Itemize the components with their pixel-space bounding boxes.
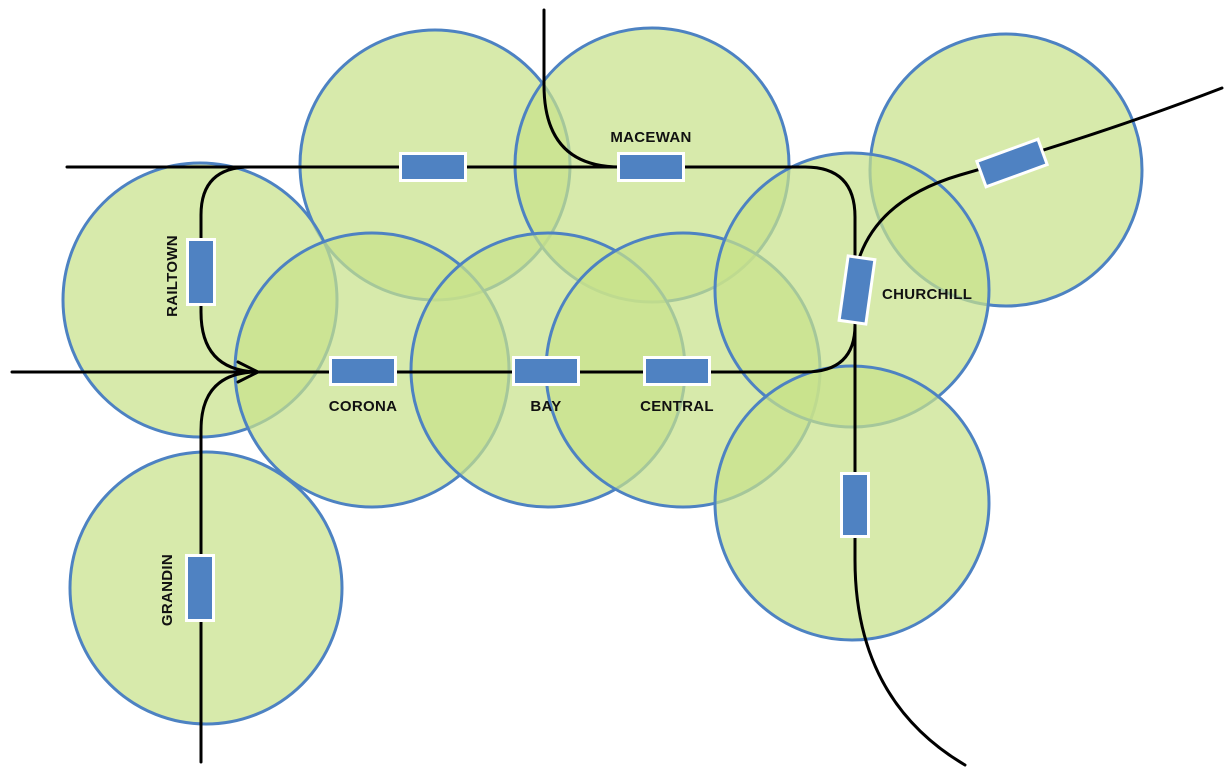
platform-northeast (974, 137, 1050, 189)
station-label-bay: BAY (530, 398, 561, 415)
station-label-macewan: MACEWAN (610, 129, 691, 146)
platform-macewan (617, 152, 685, 182)
platform-central (643, 356, 711, 386)
track-arrow-head (236, 360, 260, 384)
station-label-central: CENTRAL (640, 398, 714, 415)
platform-bay (512, 356, 580, 386)
track-north-spur (542, 8, 622, 169)
station-label-railtown: RAILTOWN (164, 235, 181, 317)
catchment-areas (61, 26, 1144, 726)
track-railtown-loop (199, 165, 262, 374)
track-northeast-spur (855, 86, 1224, 267)
track-grandin-line (199, 370, 260, 764)
station-platforms (185, 137, 1050, 622)
platform-railtown (186, 238, 216, 306)
platform-churchill (837, 254, 877, 326)
platform-macewan-west (399, 152, 467, 182)
station-label-grandin: GRANDIN (159, 554, 176, 626)
platform-grandin (185, 554, 215, 622)
station-label-corona: CORONA (329, 398, 397, 415)
station-labels: MACEWAN RAILTOWN CORONA BAY CENTRAL CHUR… (159, 129, 972, 626)
platform-corona (329, 356, 397, 386)
track-south-spur (853, 323, 967, 767)
platform-south (840, 472, 870, 538)
station-label-churchill: CHURCHILL (882, 286, 972, 303)
